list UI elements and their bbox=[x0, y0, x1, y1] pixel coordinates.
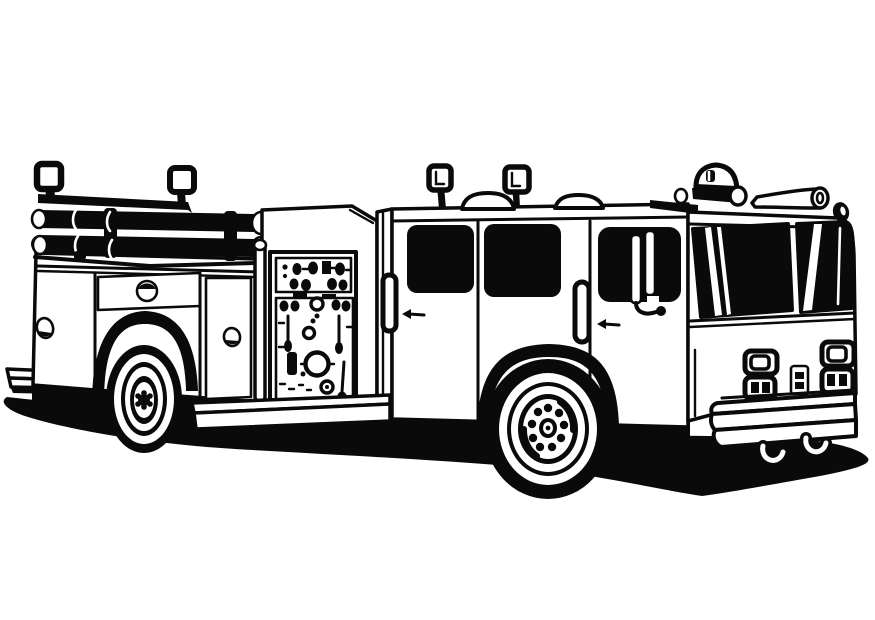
door-handle-right bbox=[597, 319, 621, 329]
rail-post-left bbox=[33, 160, 65, 197]
beacon-light bbox=[692, 162, 748, 207]
roof-domes bbox=[460, 191, 605, 211]
crew-cab bbox=[380, 163, 690, 429]
hub-shadow-arc bbox=[521, 426, 540, 459]
hose-roll-lower bbox=[31, 235, 263, 257]
grab-rail-right bbox=[572, 279, 592, 345]
front-wheel bbox=[484, 359, 612, 499]
air-horn bbox=[750, 186, 830, 210]
hub-shadow-arc bbox=[557, 399, 577, 433]
panel-gauges-top bbox=[282, 261, 353, 298]
control-panel bbox=[268, 250, 358, 404]
rear-fender bbox=[92, 311, 198, 398]
hose-roll-rail bbox=[38, 194, 192, 213]
roof-light-bar bbox=[650, 200, 698, 214]
headlight-cluster-side bbox=[742, 348, 780, 402]
roof-end-knob bbox=[832, 202, 850, 222]
panel-levers-and-dials bbox=[277, 296, 354, 401]
pump-module bbox=[190, 204, 394, 431]
oval-handle-right bbox=[222, 326, 242, 348]
cab bbox=[686, 210, 858, 423]
beacon-mark bbox=[706, 170, 715, 182]
mirror-bracket bbox=[629, 229, 666, 316]
running-board bbox=[190, 393, 392, 431]
grab-rail-left bbox=[380, 272, 399, 334]
hose-rolls bbox=[30, 160, 272, 268]
roof-equipment bbox=[650, 162, 850, 222]
crew-window-1 bbox=[407, 225, 474, 293]
rear-wheel bbox=[106, 345, 182, 453]
headlight-cluster-front bbox=[819, 339, 857, 396]
rail-post-right bbox=[167, 165, 197, 205]
tow-hooks bbox=[756, 432, 832, 467]
hub-star bbox=[135, 390, 153, 410]
roof-post-mirror-left bbox=[426, 163, 454, 209]
front-bumper bbox=[709, 388, 858, 449]
lug-nuts bbox=[527, 403, 569, 452]
windshield-reflection bbox=[803, 224, 822, 311]
round-compartment-handle bbox=[135, 279, 159, 303]
crew-window-2 bbox=[484, 224, 561, 297]
roof-post-mirror-right bbox=[502, 164, 532, 208]
hose-roll-upper bbox=[31, 210, 263, 232]
beacon-side-cap bbox=[728, 185, 748, 207]
side-handrail bbox=[252, 238, 268, 404]
front-fender bbox=[477, 344, 619, 428]
step-vent bbox=[789, 364, 810, 396]
door-handle-left bbox=[402, 309, 426, 319]
oval-handle-left bbox=[35, 316, 55, 340]
